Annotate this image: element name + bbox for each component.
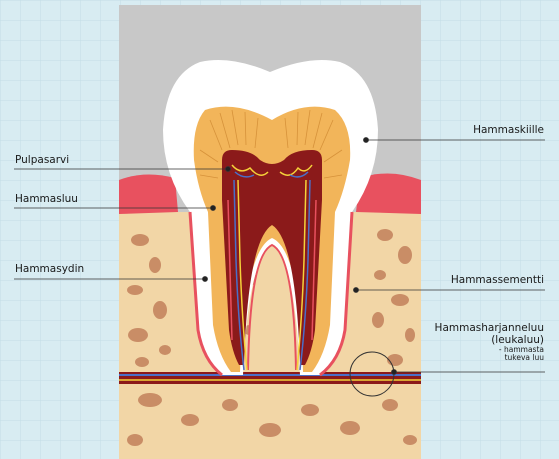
label-hammasharjanneluu-sub2: tukeva luu — [435, 354, 544, 362]
vessel-band — [119, 372, 421, 384]
label-hammaskiille: Hammaskiille — [473, 124, 544, 136]
label-hammasharjanneluu-line1: Hammasharjanneluu — [435, 322, 544, 334]
label-hammassementti: Hammassementti — [451, 274, 544, 286]
label-hammasluu: Hammasluu — [15, 193, 78, 205]
label-hammasharjanneluu: Hammasharjanneluu (leukaluu) - hammasta … — [435, 322, 544, 362]
label-hammasydin: Hammasydin — [15, 263, 84, 275]
label-pulpasarvi: Pulpasarvi — [15, 154, 69, 166]
